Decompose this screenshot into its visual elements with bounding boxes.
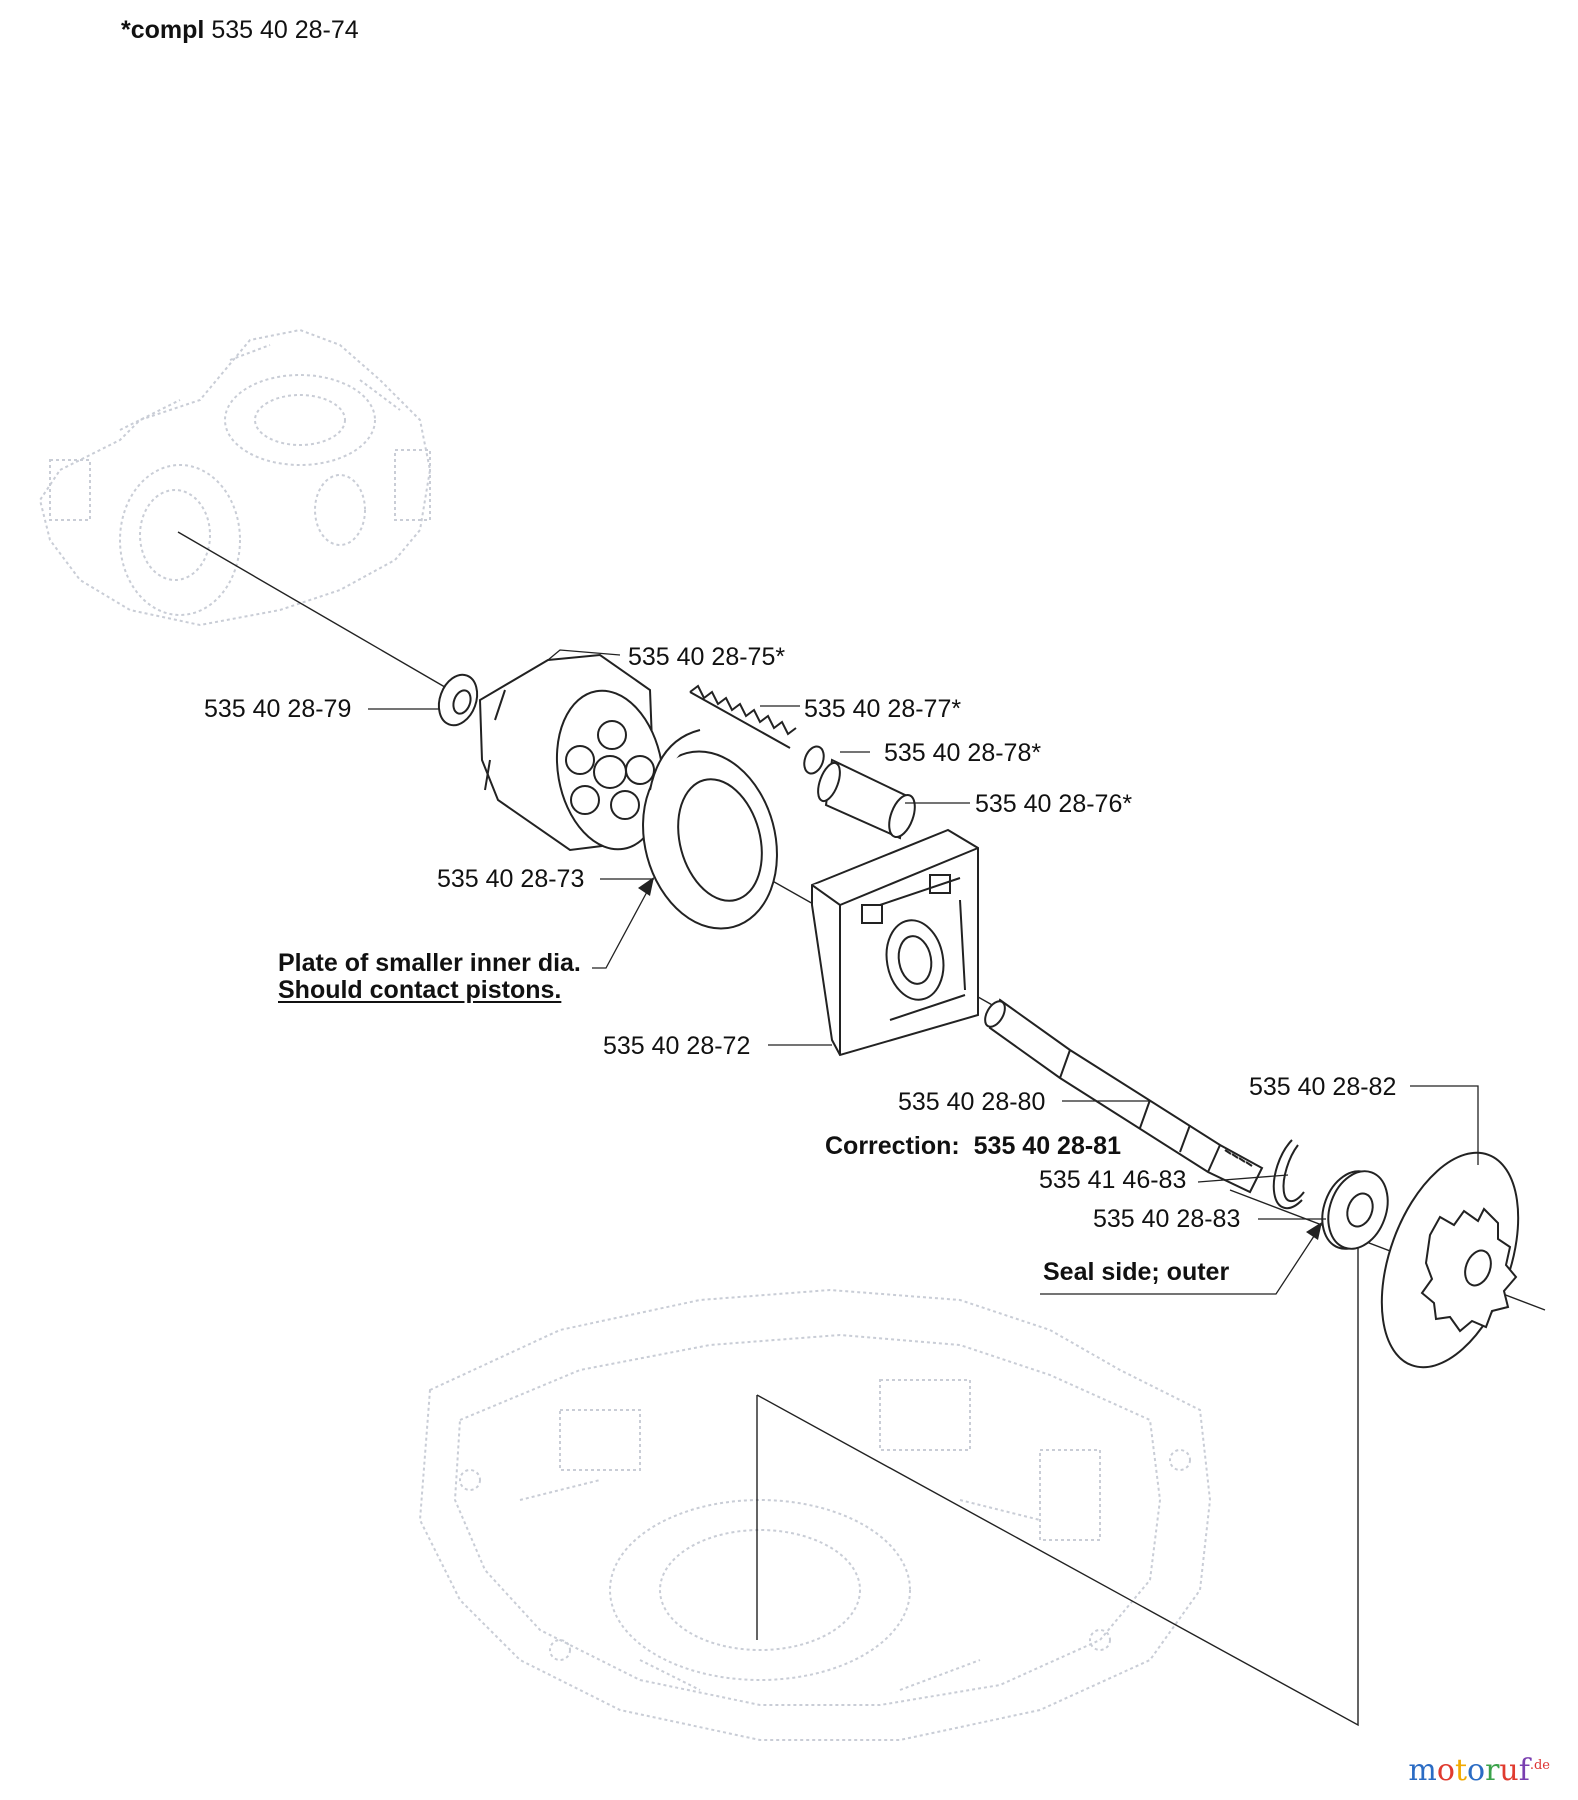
o-ring	[803, 745, 825, 775]
part-label-82: 535 40 28-82	[1249, 1073, 1397, 1101]
correction-note: Correction: 535 40 28-81	[825, 1134, 1121, 1159]
plate-note-line1: Plate of smaller inner dia.	[278, 949, 581, 977]
watermark-letter: r	[1485, 1753, 1500, 1788]
correction-prefix: Correction:	[825, 1132, 960, 1160]
end-cap-block	[811, 828, 979, 1057]
watermark-letter: t	[1454, 1753, 1467, 1788]
seal-note: Seal side; outer	[1043, 1258, 1230, 1286]
part-label-79: 535 40 28-79	[204, 695, 352, 723]
assembly-prefix: *compl	[121, 16, 205, 44]
watermark-letter: m	[1408, 1753, 1437, 1788]
shaft	[984, 998, 1264, 1194]
part-label-72: 535 40 28-72	[603, 1032, 751, 1060]
part-label-75: 535 40 28-75*	[628, 643, 786, 671]
correction-value: 535 40 28-81	[973, 1132, 1121, 1160]
part-label-80: 535 40 28-80	[898, 1088, 1046, 1116]
watermark: motoruf.de	[1408, 1753, 1550, 1788]
thrust-washer	[437, 673, 479, 727]
part-label-78: 535 40 28-78*	[884, 739, 1042, 767]
assembly-reference: *compl 535 40 28-74	[121, 18, 359, 43]
spring	[689, 684, 797, 749]
part-label-41-46-83: 535 41 46-83	[1039, 1166, 1187, 1194]
piston	[817, 758, 916, 840]
bearing	[1321, 1170, 1389, 1250]
part-label-83: 535 40 28-83	[1093, 1205, 1241, 1233]
assembly-number: 535 40 28-74	[211, 16, 359, 44]
watermark-letter: f	[1518, 1753, 1530, 1788]
plate-note-line2: Should contact pistons.	[278, 976, 562, 1004]
part-label-77: 535 40 28-77*	[804, 695, 962, 723]
part-label-76: 535 40 28-76*	[975, 790, 1133, 818]
watermark-letter: o	[1436, 1753, 1455, 1788]
swash-plate	[642, 729, 778, 930]
retaining-ring	[1272, 1139, 1305, 1210]
ghost-housing-bottom	[418, 1288, 1212, 1741]
part-label-73: 535 40 28-73	[437, 865, 585, 893]
ghost-housing-top	[38, 328, 432, 627]
gear	[1380, 1151, 1520, 1369]
cylinder-block	[478, 653, 665, 852]
leader-lines	[368, 649, 1479, 1295]
watermark-suffix: .de	[1529, 1758, 1550, 1773]
callout-arrowheads	[638, 877, 1322, 1240]
watermark-letter: o	[1467, 1753, 1486, 1788]
watermark-letter: u	[1499, 1753, 1519, 1788]
